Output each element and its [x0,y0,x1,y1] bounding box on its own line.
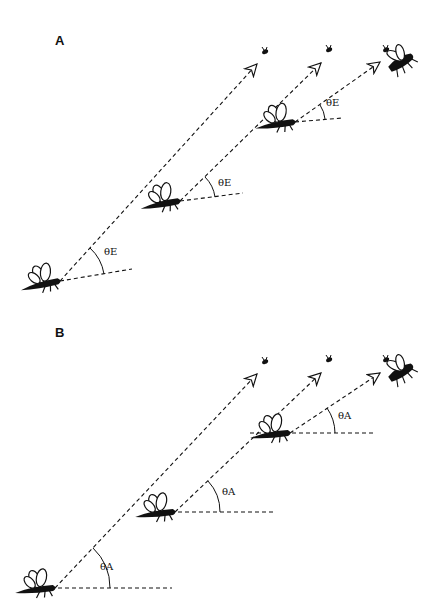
angle-label: θA [222,487,235,497]
angle-label: θA [100,562,113,572]
angle-label: θE [104,247,117,257]
angle-label: θE [218,178,231,188]
panel-letter: B [55,326,64,339]
panel-letter: A [55,34,64,47]
angle-label: θA [338,411,351,421]
angle-label: θE [326,98,339,108]
